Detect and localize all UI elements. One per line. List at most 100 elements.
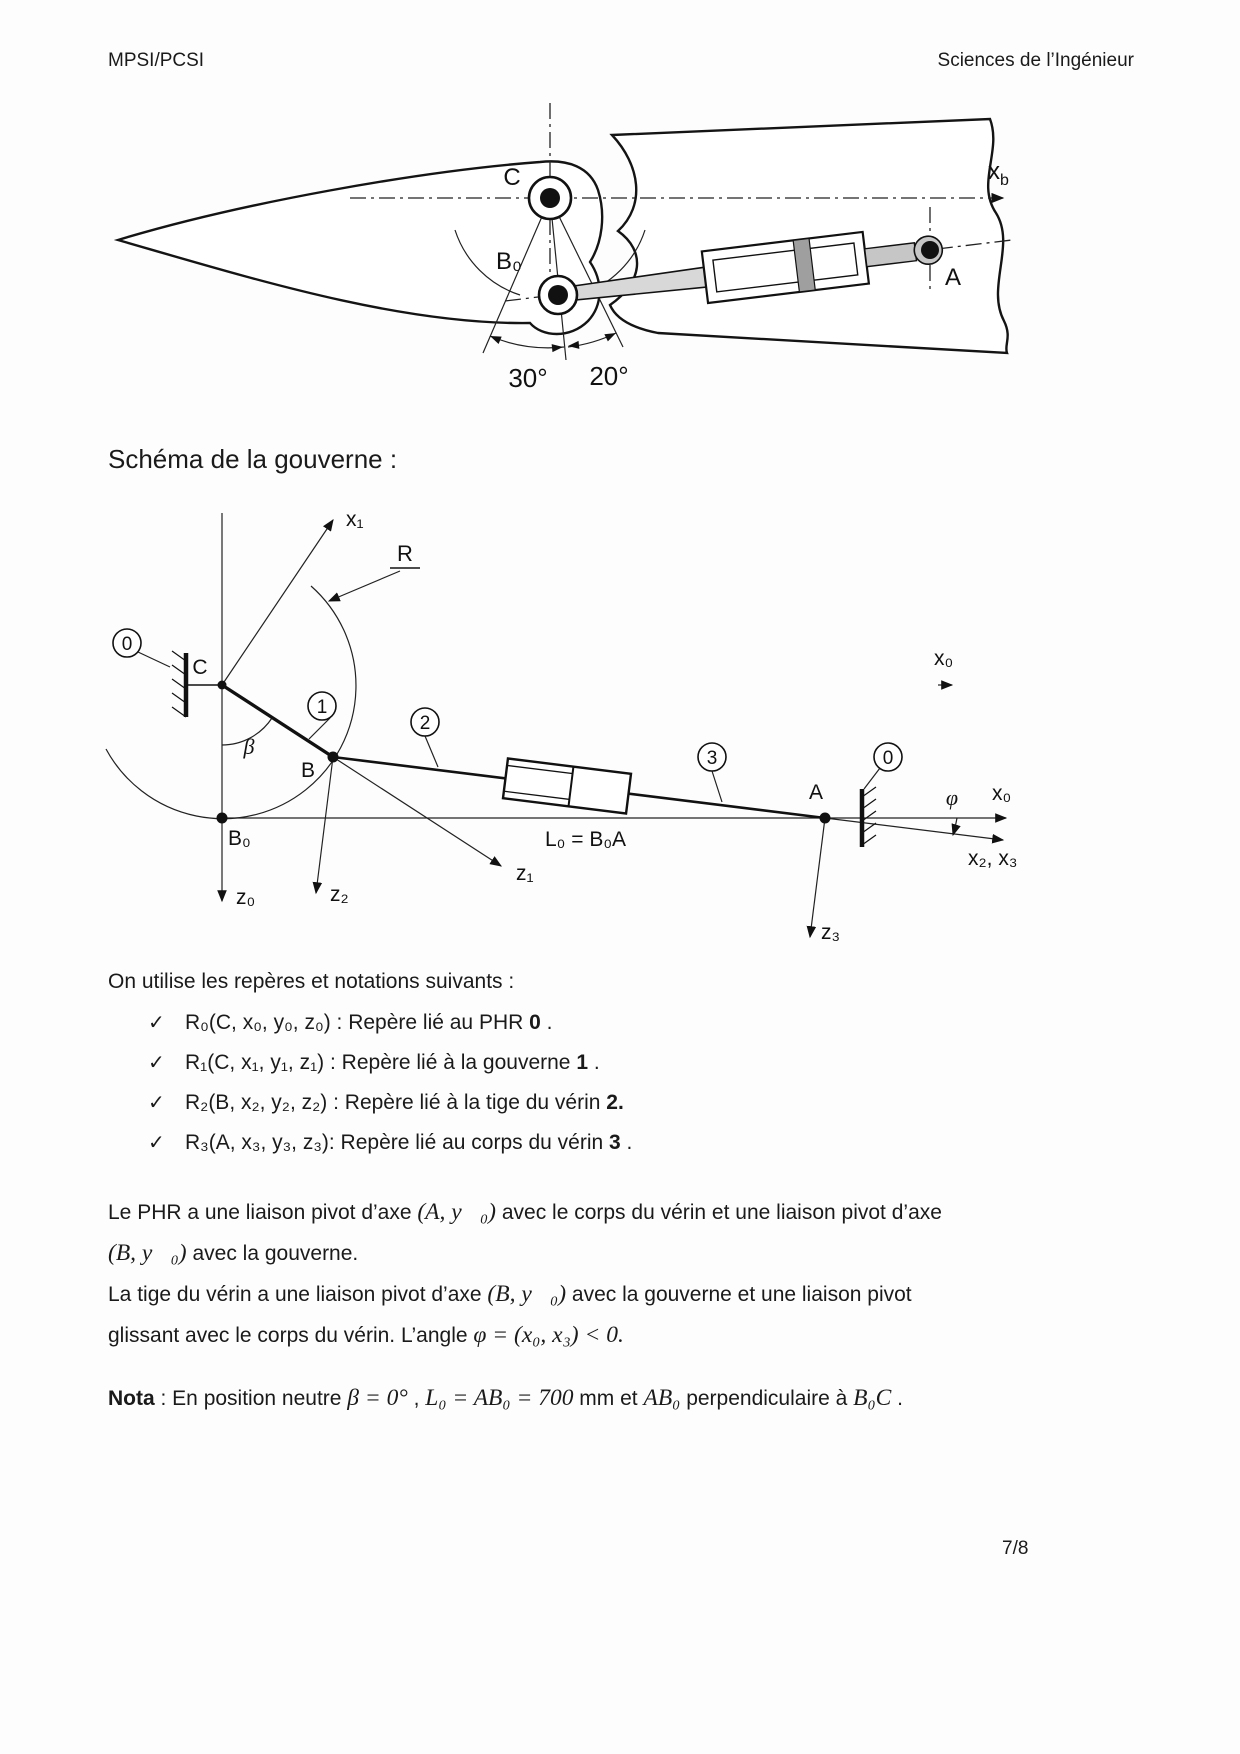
kinematic-schematic: R 0 1 2 3 0 C B [105, 508, 1017, 944]
frame-badge-0-left: 0 [112, 628, 142, 658]
label-C: C [503, 164, 520, 191]
link-badge-2: 2 [410, 707, 440, 737]
label-xb: xb [988, 158, 1009, 189]
text-segment: . [540, 1011, 553, 1034]
node-A [819, 812, 831, 824]
axis-z2 [312, 756, 334, 895]
text-segment: AB₀ [643, 1385, 681, 1411]
label-z0: z₀ [236, 886, 255, 909]
node-B0 [216, 812, 228, 824]
text-segment: . [891, 1387, 904, 1410]
label-L0: L₀ = B₀A [545, 828, 626, 851]
notation-item-R1: ✓ R₁(C, x₁, y₁, z₁) : Repère lié à la go… [148, 1050, 1138, 1076]
R-annotation: R [327, 541, 420, 602]
link-badge-3: 3 [697, 742, 727, 772]
label-B: B [301, 759, 315, 782]
label-angle-20: 20° [589, 361, 628, 391]
notations-block: On utilise les repères et notations suiv… [108, 970, 1138, 1170]
page-number: 7/8 [1002, 1538, 1029, 1559]
text-segment: R₃(A, x₃, y₃, z₃): Repère lié au corps d… [185, 1131, 610, 1154]
gouverne-arc [105, 585, 357, 820]
text-segment-bold: 1 [576, 1051, 589, 1074]
leader-link3 [711, 770, 723, 803]
text-segment: L₀ = AB₀ = 700 [425, 1385, 574, 1411]
svg-text:0: 0 [883, 748, 894, 769]
text-segment: Le PHR a une liaison pivot d’axe [108, 1201, 418, 1224]
axis-z1 [332, 756, 503, 867]
text-segment: , [407, 1387, 426, 1410]
text-segment: Nota [108, 1387, 155, 1410]
node-C [217, 680, 227, 690]
text-segment: R₂(B, x₂, y₂, z₂) : Repère lié à la tige… [185, 1091, 607, 1114]
arc-arrowhead [551, 344, 563, 353]
beta-arc [221, 717, 273, 746]
notation-item-R0: ✓ R₀(C, x₀, y₀, z₀) : Repère lié au PHR … [148, 1010, 1138, 1036]
label-phi: φ [946, 785, 958, 810]
ground-symbol-A [859, 786, 877, 847]
svg-text:0: 0 [122, 634, 133, 655]
aircraft-tail-drawing: 30° 20° C B₀ A xb [113, 103, 1013, 393]
label-x0-right: x₀ [992, 782, 1011, 805]
text-segment: R₁(C, x₁, y₁, z₁) : Repère lié à la gouv… [185, 1051, 577, 1074]
text-segment: β = 0° [347, 1385, 408, 1411]
point-A [921, 241, 939, 259]
ground-symbol-C [171, 650, 218, 718]
arc-arrowhead [490, 336, 502, 344]
fin-outline [113, 160, 604, 336]
arc-arrowhead [568, 340, 580, 349]
notation-item-R2: ✓ R₂(B, x₂, y₂, z₂) : Repère lié à la ti… [148, 1090, 1138, 1116]
label-A: A [809, 781, 823, 804]
leader-link1 [308, 717, 331, 740]
label-z3: z₃ [821, 921, 840, 944]
text-segment: avec la gouverne. [186, 1242, 359, 1265]
text-segment: (A, y⃗₀) [417, 1199, 496, 1225]
axis-x1 [221, 519, 334, 686]
checkmark-icon: ✓ [148, 1132, 165, 1154]
axis-x2-x3 [824, 817, 1005, 844]
deflection-fan: 30° 20° [482, 197, 629, 393]
text-segment: . [588, 1051, 600, 1074]
leader-frame0-right [863, 767, 881, 790]
notations-intro: On utilise les repères et notations suiv… [108, 970, 515, 993]
text-segment: R₀(C, x₀, y₀, z₀) : Repère lié au PHR [185, 1011, 530, 1034]
text-segment: glissant avec le corps du vérin. L’angle [108, 1324, 474, 1347]
text-segment: φ = (x₀, x₃) < 0. [473, 1322, 624, 1348]
frame-badge-0-right: 0 [873, 742, 903, 772]
svg-text:3: 3 [707, 748, 718, 769]
checkmark-icon: ✓ [148, 1092, 165, 1114]
label-x2-x3: x₂, x₃ [968, 847, 1017, 870]
label-B0: B₀ [496, 248, 522, 275]
text-segment-bold: 0 [529, 1011, 541, 1034]
label-A: A [945, 264, 961, 291]
header-right: Sciences de l’Ingénieur [937, 50, 1134, 71]
text-segment: (B, y⃗₀) [108, 1240, 187, 1266]
phi-arc [951, 817, 961, 837]
hinge-point-C [527, 175, 573, 221]
text-segment: avec la gouverne et une liaison pivot [566, 1283, 912, 1306]
fuselage-outline [608, 117, 1009, 355]
label-B0: B₀ [228, 827, 251, 850]
cylinder-body [501, 757, 633, 815]
notation-text: R₀(C, x₀, y₀, z₀) : Repère lié au PHR 0 … [185, 1010, 552, 1036]
axis-z3 [806, 817, 826, 939]
text-segment-bold: 2. [606, 1091, 624, 1114]
text-segment: : En position neutre [154, 1387, 348, 1410]
label-beta: β [243, 734, 255, 759]
arc-arrowhead [604, 333, 616, 342]
notation-item-R3: ✓ R₃(A, x₃, y₃, z₃): Repère lié au corps… [148, 1130, 1138, 1156]
label-angle-30: 30° [508, 363, 547, 393]
checkmark-icon: ✓ [148, 1012, 165, 1034]
label-C: C [192, 656, 207, 679]
notation-text: R₃(A, x₃, y₃, z₃): Repère lié au corps d… [185, 1130, 632, 1156]
svg-text:2: 2 [420, 713, 431, 734]
label-x1: x₁ [346, 508, 364, 531]
notation-text: R₁(C, x₁, y₁, z₁) : Repère lié à la gouv… [185, 1050, 600, 1076]
paragraph-nota: Nota : En position neutre β = 0° , L₀ = … [108, 1378, 1140, 1419]
text-segment: (B, y⃗₀) [487, 1281, 567, 1307]
text-segment: B₀C [853, 1385, 892, 1411]
label-z2: z₂ [330, 883, 349, 906]
label-z1: z₁ [516, 862, 534, 885]
text-segment: mm et [573, 1387, 644, 1410]
paragraph-liaisons-phr: Le PHR a une liaison pivot d’axe (A, y⃗₀… [108, 1192, 1140, 1274]
